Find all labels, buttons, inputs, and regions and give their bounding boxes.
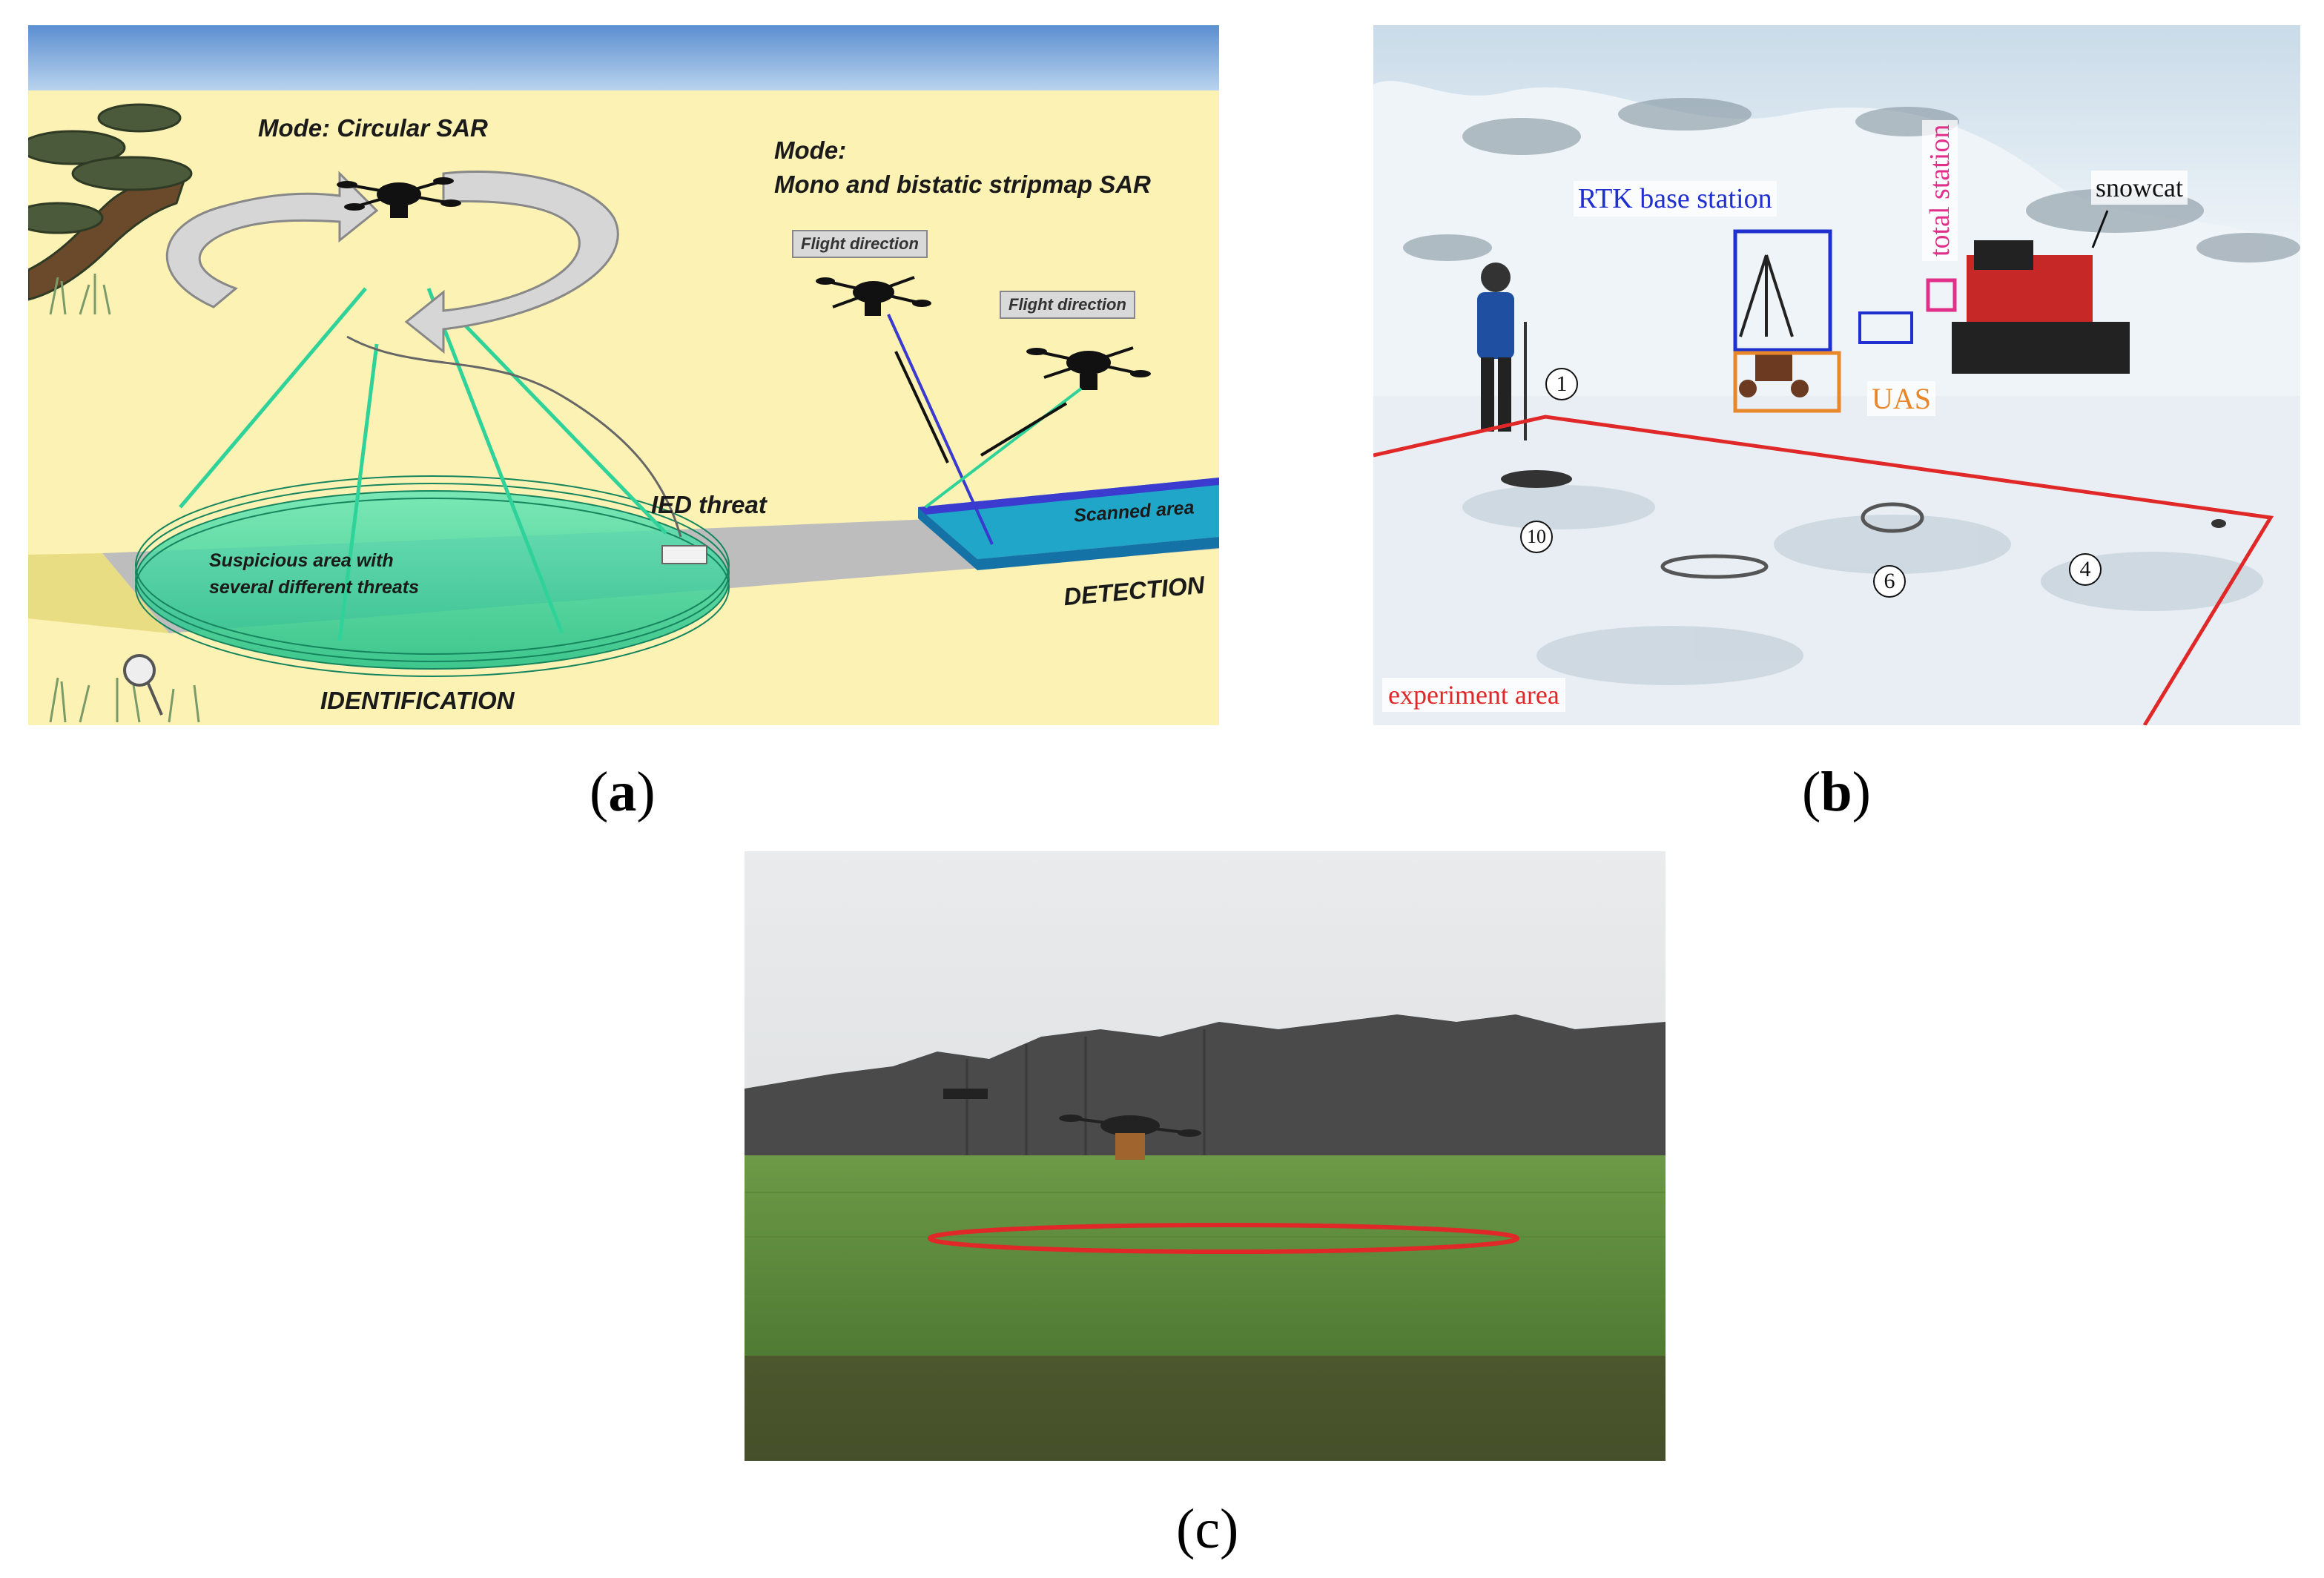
total-station-box [1926,278,1957,312]
identification-disc [135,475,730,677]
stripmap-beam-green [924,387,1083,509]
uas-box [1733,351,1841,413]
sky-band [28,25,1219,90]
label-experiment-area: experiment area [1382,678,1565,712]
marker-10: 10 [1520,521,1553,553]
label-suspicious-1: Suspicious area with [209,550,394,571]
experiment-area-outline [1373,415,2274,725]
pulse-arrows [894,351,1068,463]
uas-drone-icon [1739,351,1809,397]
magnifier-icon [123,654,163,716]
panel-a-artwork [28,25,1219,725]
caption-a: (a) [590,764,656,820]
caption-c-letter: c [1195,1498,1221,1560]
label-mode-strip-2: Mono and bistatic stripmap SAR [774,171,1151,198]
label-rtk: RTK base station [1574,181,1777,217]
drone-circular-icon [337,177,461,218]
caption-c-close: ) [1220,1498,1239,1560]
marker-6: 6 [1873,565,1906,598]
label-ied-threat: IED threat [651,491,767,518]
label-suspicious-2: several different threats [209,577,419,598]
drone-stripmap-2-icon [1026,346,1151,390]
caption-b-open: ( [1802,761,1821,823]
tripod-icon [1739,254,1794,337]
panel-b-scene [1373,25,2300,725]
marker-4: 4 [2069,553,2102,586]
caption-b: (b) [1802,764,1871,820]
panel-c-scene [745,851,1666,1461]
sar-beams [179,287,667,641]
drone-field-icon [943,1089,1201,1160]
caption-b-letter: b [1820,761,1852,823]
label-total-station: total station [1922,119,1958,261]
caption-c-open: ( [1176,1498,1195,1560]
rtk-box [1733,229,1832,352]
caption-c: (c) [1176,1501,1238,1557]
flight-direction-1: Flight direction [792,230,928,258]
ied-device [661,545,707,564]
caption-b-close: ) [1852,761,1871,823]
target-markers [1501,470,2226,579]
soil-strip [745,1356,1666,1461]
stripmap-beam-blue [887,314,994,545]
target-ring [928,1223,1519,1254]
caption-a-open: ( [590,761,609,823]
panel-a-diagram: Mode: Circular SAR Mode: Mono and bistat… [28,25,1219,725]
marker-1: 1 [1545,368,1578,400]
flight-direction-2: Flight direction [1000,291,1135,319]
grass-icon [49,274,200,723]
panel-c-photo [745,851,1666,1461]
scanned-area-slab [918,478,1219,570]
label-identification: IDENTIFICATION [320,687,515,714]
snow-texture [1462,485,2263,685]
caption-a-letter: a [608,761,637,823]
label-mode-circular: Mode: Circular SAR [258,114,488,142]
label-uas: UAS [1867,381,1936,416]
label-mode-strip-1: Mode: [774,136,847,164]
panel-b-photo: RTK base station total station snowcat U… [1373,25,2300,725]
snowcat-vehicle [1952,240,2130,374]
caption-a-close: ) [636,761,656,823]
mountain-ridge [1373,25,2300,248]
tree-trunks [965,1029,1206,1163]
pine-tree-icon [28,103,193,301]
label-snowcat: snowcat [2091,171,2188,205]
drone-stripmap-1-icon [816,276,931,316]
rtk-box-small [1858,311,1913,344]
